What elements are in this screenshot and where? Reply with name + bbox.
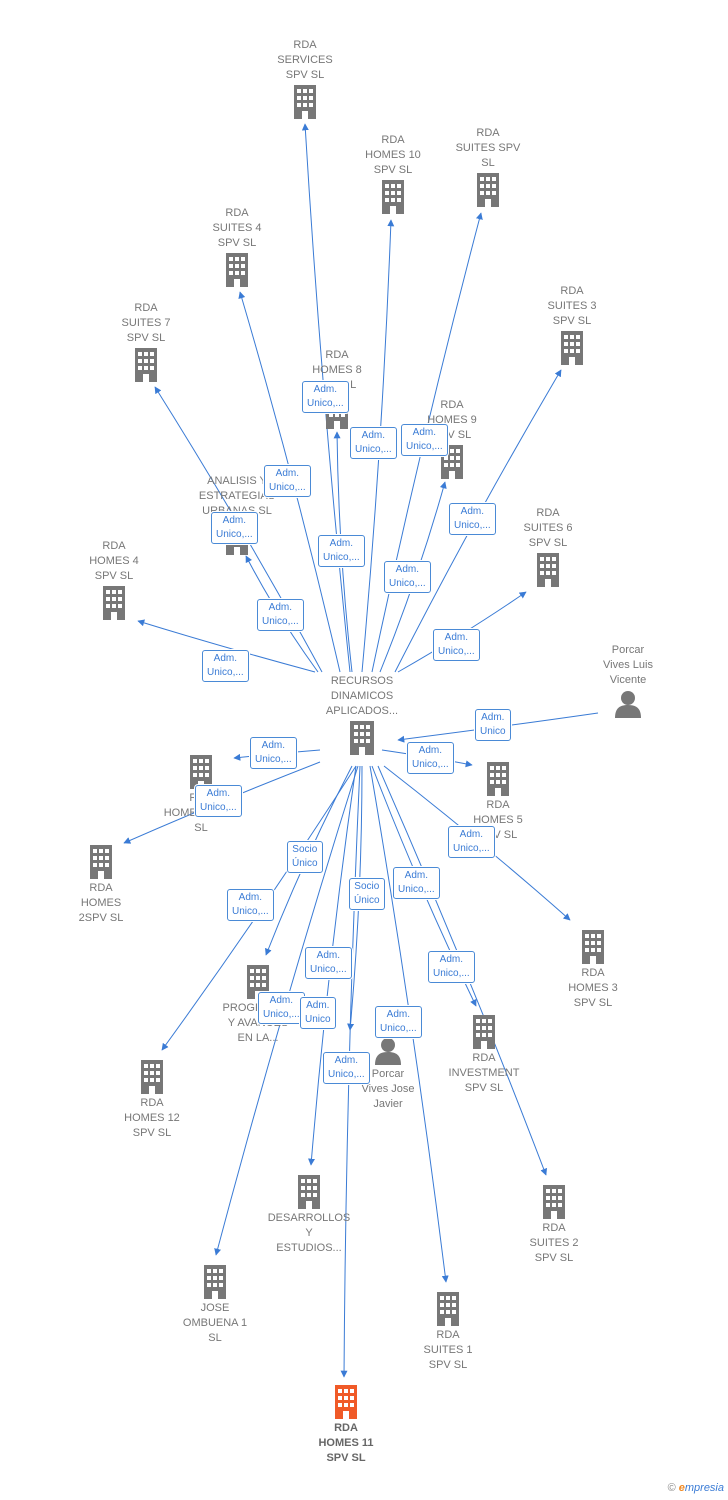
node-label: RDA HOMES 11 SPV SL (318, 1422, 374, 1464)
node-porcar-jose[interactable]: Porcar Vives Jose Javier (323, 1035, 453, 1112)
role-badge[interactable]: Adm. Unico,... (448, 826, 495, 858)
building-icon (335, 1385, 357, 1419)
role-badge[interactable]: Adm. Unico,... (449, 503, 496, 535)
node-label: RDA SUITES 3 SPV SL (547, 285, 597, 327)
building-icon (190, 755, 212, 789)
node-label: Porcar Vives Jose Javier (361, 1068, 415, 1110)
person-icon (375, 1038, 401, 1065)
node-label: RDA HOMES 3 SPV SL (568, 967, 618, 1009)
node-rda-homes-4[interactable]: RDA HOMES 4 SPV SL (49, 539, 179, 622)
building-icon (141, 1060, 163, 1094)
building-icon (204, 1265, 226, 1299)
role-badge[interactable]: Adm. Unico (475, 709, 511, 741)
building-icon (226, 253, 248, 287)
copyright-symbol: © (667, 1482, 676, 1494)
node-label: RDA SERVICES SPV SL (277, 39, 333, 81)
building-icon (543, 1185, 565, 1219)
node-rda-services[interactable]: RDA SERVICES SPV SL (240, 38, 370, 121)
node-rda-suites-3[interactable]: RDA SUITES 3 SPV SL (507, 284, 637, 367)
node-label: RDA SUITES 4 SPV SL (212, 207, 262, 249)
node-desarrollos[interactable]: DESARROLLOS Y ESTUDIOS... (244, 1173, 374, 1256)
role-badge[interactable]: Adm. Unico,... (318, 535, 365, 567)
building-icon (382, 180, 404, 214)
person-icon (615, 691, 641, 718)
node-label: RDA INVESTMENT SPV SL (448, 1052, 520, 1094)
building-icon (135, 348, 157, 382)
node-rda-suites-7[interactable]: RDA SUITES 7 SPV SL (81, 301, 211, 384)
node-label: JOSE OMBUENA 1 SL (182, 1302, 248, 1344)
node-label: RDA SUITES 6 SPV SL (523, 507, 573, 549)
node-rda-homes-2[interactable]: RDA HOMES 2SPV SL (36, 843, 166, 926)
role-badge[interactable]: Adm. Unico,... (302, 381, 349, 413)
node-porcar-luis[interactable]: Porcar Vives Luis Vicente (563, 643, 693, 720)
role-badge[interactable]: Adm. Unico,... (375, 1006, 422, 1038)
building-icon (561, 331, 583, 365)
role-badge[interactable]: Adm. Unico (300, 997, 336, 1029)
node-label: RDA SUITES SPV SL (455, 127, 521, 169)
building-icon (582, 930, 604, 964)
node-label: DESARROLLOS Y ESTUDIOS... (267, 1212, 351, 1254)
role-badge[interactable]: Adm. Unico,... (258, 992, 305, 1024)
node-rda-homes-11[interactable]: RDA HOMES 11 SPV SL (281, 1383, 411, 1466)
role-badge[interactable]: Adm. Unico,... (211, 512, 258, 544)
building-icon (437, 1292, 459, 1326)
node-label: RDA HOMES 5 SPV SL (473, 799, 523, 841)
node-label: RDA SUITES 1 SPV SL (423, 1329, 473, 1371)
node-rda-suites-6[interactable]: RDA SUITES 6 SPV SL (483, 506, 613, 589)
node-label: RDA SUITES 2 SPV SL (529, 1222, 579, 1264)
node-rda-suites-2[interactable]: RDA SUITES 2 SPV SL (489, 1183, 619, 1266)
role-badge[interactable]: Adm. Unico,... (407, 742, 454, 774)
role-badge[interactable]: Adm. Unico,... (428, 951, 475, 983)
role-badge[interactable]: Socio Único (287, 841, 323, 873)
role-badge[interactable]: Adm. Unico,... (305, 947, 352, 979)
node-label: Porcar Vives Luis Vicente (603, 644, 653, 686)
building-icon (103, 586, 125, 620)
role-badge[interactable]: Adm. Unico,... (257, 599, 304, 631)
edge-arrow (137, 619, 316, 673)
node-label: RDA SUITES 7 SPV SL (121, 302, 171, 344)
role-badge[interactable]: Adm. Unico,... (202, 650, 249, 682)
node-label: RDA HOMES 4 SPV SL (89, 540, 139, 582)
building-icon (298, 1175, 320, 1209)
node-rda-homes-5[interactable]: RDA HOMES 5 SPV SL (433, 760, 563, 843)
role-badge[interactable]: Adm. Unico,... (264, 465, 311, 497)
node-rda-suites-1[interactable]: RDA SUITES 1 SPV SL (383, 1290, 513, 1373)
node-rda-homes-3[interactable]: RDA HOMES 3 SPV SL (528, 928, 658, 1011)
role-badge[interactable]: Adm. Unico,... (433, 629, 480, 661)
building-icon (294, 85, 316, 119)
building-icon (477, 173, 499, 207)
role-badge[interactable]: Adm. Unico,... (195, 785, 242, 817)
role-badge[interactable]: Adm. Unico,... (323, 1052, 370, 1084)
node-jose-ombuena[interactable]: JOSE OMBUENA 1 SL (150, 1263, 280, 1346)
role-badge[interactable]: Adm. Unico,... (384, 561, 431, 593)
brand-footer: © empresia (668, 1482, 724, 1494)
node-rda-suites-4[interactable]: RDA SUITES 4 SPV SL (172, 206, 302, 289)
building-icon (537, 553, 559, 587)
building-icon (473, 1015, 495, 1049)
role-badge[interactable]: Adm. Unico,... (393, 867, 440, 899)
role-badge[interactable]: Adm. Unico,... (250, 737, 297, 769)
building-icon (487, 762, 509, 796)
node-label: RECURSOS DINAMICOS APLICADOS... (325, 675, 399, 717)
node-center-recursos-dinamicos[interactable]: RECURSOS DINAMICOS APLICADOS... (297, 674, 427, 757)
node-label: RDA HOMES 10 SPV SL (365, 134, 421, 176)
building-icon (350, 721, 374, 755)
node-label: RDA HOMES 12 SPV SL (124, 1097, 180, 1139)
building-icon (90, 845, 112, 879)
node-rda-investment[interactable]: RDA INVESTMENT SPV SL (419, 1013, 549, 1096)
role-badge[interactable]: Adm. Unico,... (227, 889, 274, 921)
role-badge[interactable]: Socio Único (349, 878, 385, 910)
node-label: RDA HOMES 2SPV SL (78, 882, 124, 924)
node-rda-homes-12[interactable]: RDA HOMES 12 SPV SL (87, 1058, 217, 1141)
node-rda-suites-spv[interactable]: RDA SUITES SPV SL (423, 126, 553, 209)
role-badge[interactable]: Adm. Unico,... (401, 424, 448, 456)
brand-logo[interactable]: empresia (678, 1482, 724, 1494)
role-badge[interactable]: Adm. Unico,... (350, 427, 397, 459)
node-rda-homes-10[interactable]: RDA HOMES 10 SPV SL (328, 133, 458, 216)
